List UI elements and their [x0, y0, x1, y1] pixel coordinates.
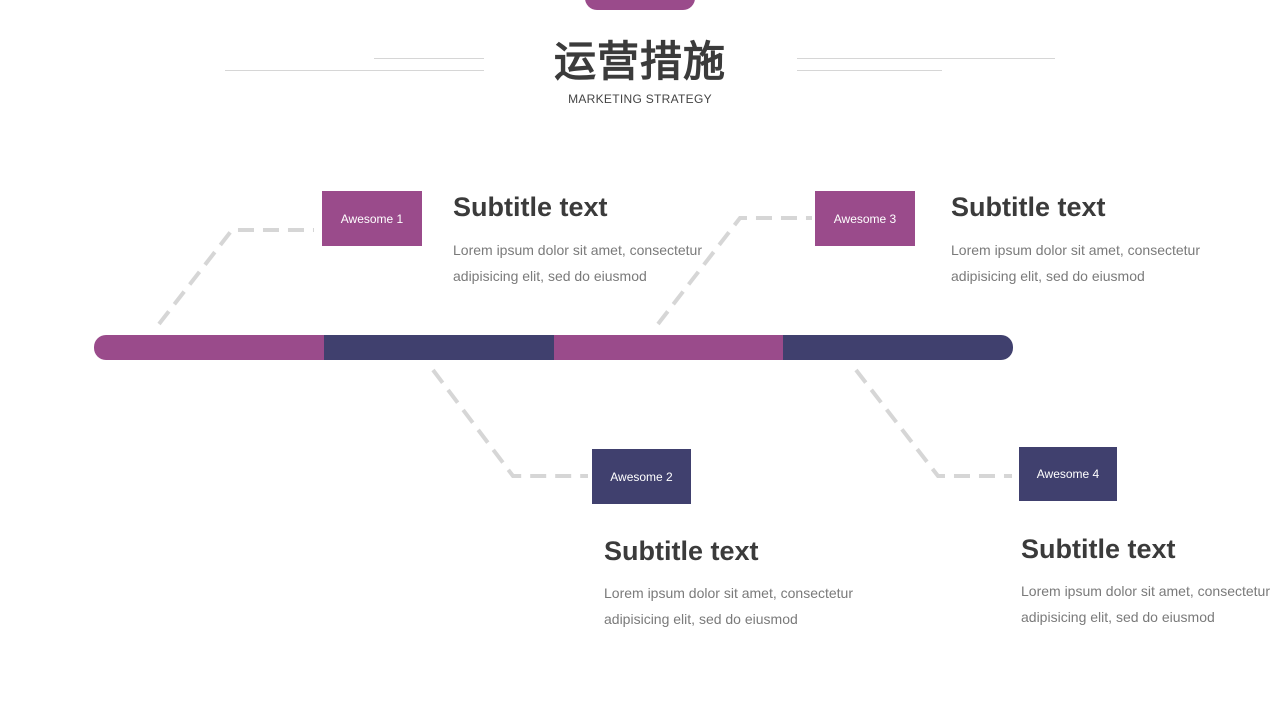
step-2-label: Awesome 2 [610, 469, 673, 484]
step-1-body: Lorem ipsum dolor sit amet, consectetur … [453, 242, 702, 284]
connector-step-3 [656, 216, 812, 326]
step-1-title: Subtitle text [453, 192, 608, 222]
step-2-label-box: Awesome 2 [592, 449, 691, 504]
title-line-left-lower [225, 70, 484, 71]
connector-step-1 [157, 228, 314, 326]
step-3-title: Subtitle text [951, 192, 1106, 222]
title-line-right-lower [797, 70, 942, 71]
top-tab-decoration [585, 0, 695, 10]
step-4-body: Lorem ipsum dolor sit amet, consectetur … [1021, 583, 1270, 625]
step-2-title: Subtitle text [604, 536, 759, 566]
timeline-bar [94, 335, 1013, 360]
step-1-label-box: Awesome 1 [322, 191, 422, 246]
title-line-right-upper [797, 58, 1055, 59]
step-3-body: Lorem ipsum dolor sit amet, consectetur … [951, 242, 1200, 284]
page-subtitle: MARKETING STRATEGY [568, 92, 712, 106]
step-4-label-box: Awesome 4 [1019, 447, 1117, 501]
connector-step-2 [431, 368, 588, 478]
timeline-segment-2 [324, 335, 554, 360]
step-1-label: Awesome 1 [340, 211, 404, 226]
step-3-label-box: Awesome 3 [815, 191, 915, 246]
timeline-segment-4 [783, 335, 1013, 360]
title-line-left-upper [374, 58, 484, 59]
timeline-segment-1 [94, 335, 324, 360]
step-3-label: Awesome 3 [833, 211, 897, 226]
step-2-body: Lorem ipsum dolor sit amet, consectetur … [604, 585, 853, 627]
step-4-label: Awesome 4 [1036, 467, 1100, 481]
step-4-title: Subtitle text [1021, 534, 1176, 564]
page-title: 运营措施 [553, 37, 726, 86]
timeline-segment-3 [554, 335, 783, 360]
connector-step-4 [854, 368, 1012, 478]
